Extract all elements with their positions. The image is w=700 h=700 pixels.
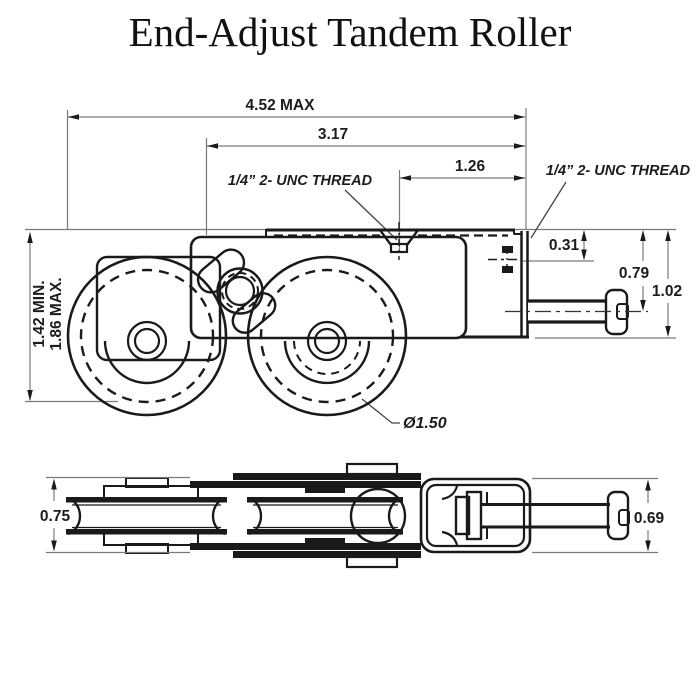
thread-callout-side: 1/4” 2- UNC THREAD — [530, 163, 691, 239]
thread-notch — [379, 222, 419, 260]
cam-plate — [189, 235, 468, 340]
cam-lock — [196, 248, 277, 334]
dim-height-range: 1.42 MIN. 1.86 MAX. — [27, 232, 65, 401]
dim-adjuster-offset-label: 1.26 — [455, 158, 486, 175]
axle-boss — [349, 487, 407, 545]
dim-height-min-label: 1.42 MIN. — [31, 280, 48, 347]
dim-adjuster-offset: 1.26 — [400, 158, 525, 181]
dim-overall-length: 4.52 MAX — [68, 97, 525, 120]
plan-tire-right — [247, 487, 407, 545]
plan-flange-steps — [103, 477, 199, 554]
dim-top-to-adjuster: 0.31 — [549, 230, 587, 261]
housing-side — [95, 228, 529, 362]
plan-view-dimensions: 0.75 0.69 — [36, 476, 668, 554]
thread-callout-side-label: 1/4” 2- UNC THREAD — [546, 163, 691, 179]
page-title: End-Adjust Tandem Roller — [129, 9, 572, 55]
dim-housing-height-label: 1.02 — [652, 283, 682, 300]
adjuster-screw-end-detail — [488, 246, 518, 273]
dim-wheel-diameter: Ø1.50 — [361, 398, 447, 432]
dim-overall-length-label: 4.52 MAX — [246, 97, 316, 114]
mounting-tab-bottom — [345, 555, 399, 569]
dim-height-max-label: 1.86 MAX. — [48, 277, 65, 350]
thread-callout-top-label: 1/4” 2- UNC THREAD — [228, 173, 373, 189]
dim-plan-housing-width-label: 0.75 — [40, 508, 71, 525]
side-view-dimensions: 4.52 MAX 3.17 1.26 1.42 MIN. 1.86 MAX. — [25, 97, 691, 432]
dim-plan-bracket-width-label: 0.69 — [634, 510, 665, 527]
plan-end-cap — [419, 477, 532, 554]
adjust-screw-side — [505, 288, 648, 336]
wheel-right — [246, 255, 408, 417]
dim-top-to-axle-label: 0.79 — [619, 265, 650, 282]
dim-wheel-diameter-label: Ø1.50 — [403, 415, 447, 432]
dim-housing-length: 3.17 — [207, 126, 525, 149]
dim-housing-length-label: 3.17 — [318, 126, 348, 143]
dim-top-to-axle: 0.79 — [615, 230, 653, 311]
adjust-screw-plan — [481, 490, 630, 541]
side-view — [66, 222, 648, 417]
dim-top-to-adjuster-label: 0.31 — [549, 237, 580, 254]
mounting-tab-top — [345, 462, 399, 476]
plan-view: 0.75 0.69 — [36, 462, 668, 569]
wheel-left — [66, 255, 228, 417]
left-bracket-plate — [95, 255, 222, 362]
thread-callout-top: 1/4” 2- UNC THREAD — [228, 173, 398, 241]
screw-slot-plan — [618, 509, 630, 526]
dim-housing-height: 1.02 — [648, 230, 686, 337]
plan-tire-left — [66, 496, 227, 536]
cam-disc — [216, 267, 264, 315]
plan-housing-rails — [190, 462, 421, 569]
